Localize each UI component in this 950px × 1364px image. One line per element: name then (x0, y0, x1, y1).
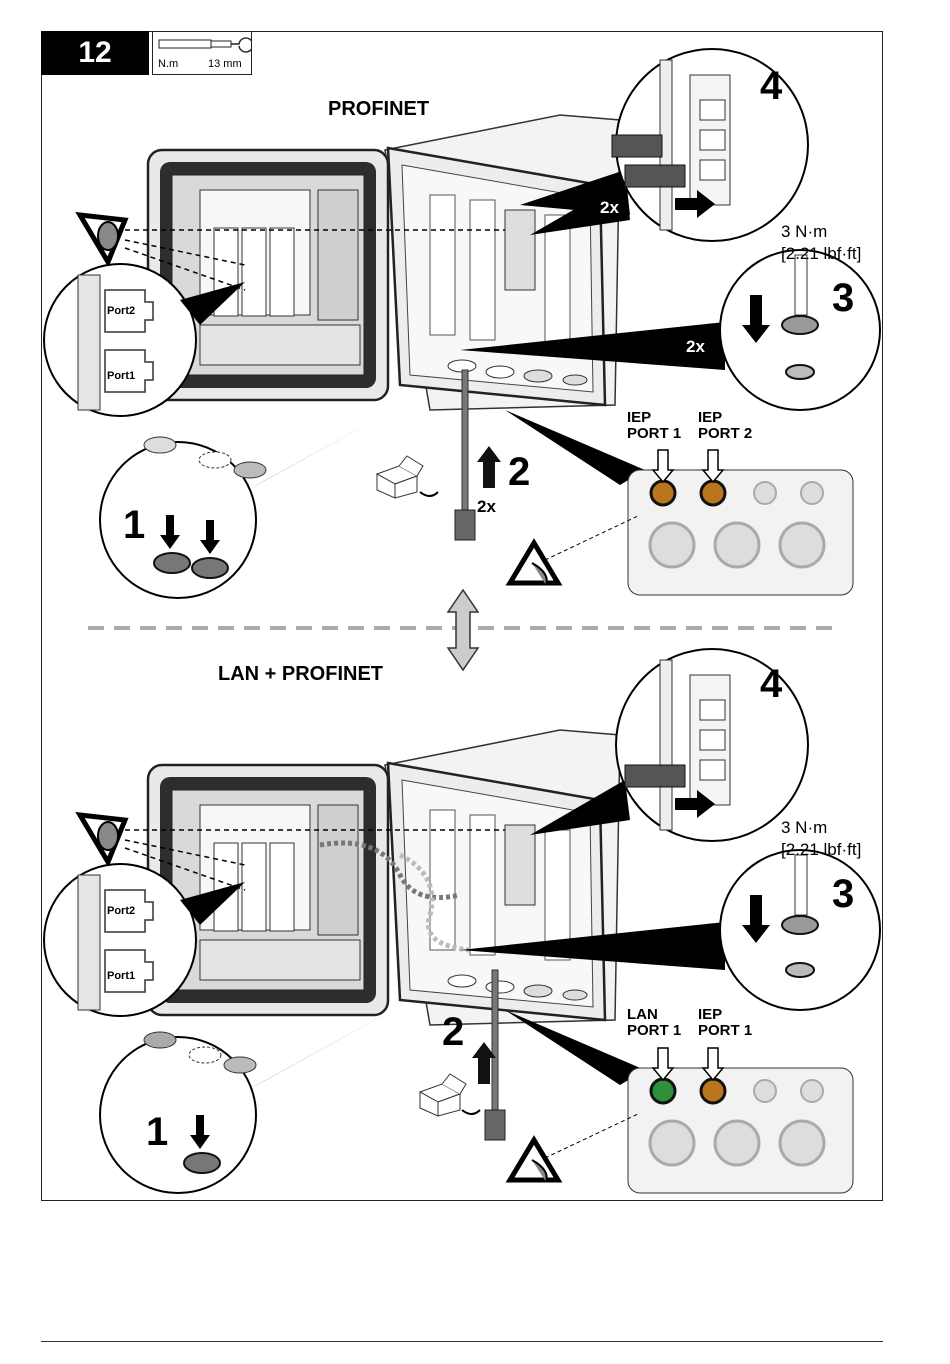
torque-metric: 3 N·m (781, 222, 827, 242)
port-label-iep-1: IEP PORT 1 (627, 410, 681, 442)
step-1-label-bottom: 1 (146, 1110, 168, 1155)
zoom-port2-label-bottom: Port2 (107, 905, 135, 917)
step-3-label-bottom: 3 (832, 872, 854, 917)
torque-imperial-bottom: [2.21 lbf·ft] (781, 840, 861, 860)
step-1-label: 1 (123, 503, 145, 548)
port-label-iep-1-bottom: IEP PORT 1 (698, 1007, 752, 1039)
step-2-label-bottom: 2 (442, 1010, 464, 1055)
step-3-label: 3 (832, 276, 854, 321)
footer-rule (41, 1341, 883, 1342)
step-4-label: 4 (760, 64, 782, 109)
plug-multiplier: 2x (477, 497, 496, 517)
torque-metric-bottom: 3 N·m (781, 818, 827, 838)
zoom-port1-label: Port1 (107, 370, 135, 382)
zoom-port1-label-bottom: Port1 (107, 970, 135, 982)
section-title-lan-profinet: LAN + PROFINET (218, 663, 383, 686)
fitting-multiplier: 2x (686, 337, 705, 357)
torque-imperial: [2.21 lbf·ft] (781, 244, 861, 264)
section-title-profinet: PROFINET (328, 98, 429, 121)
step-2-label: 2 (508, 450, 530, 495)
port-label-lan-1: LAN PORT 1 (627, 1007, 681, 1039)
step-4-label-bottom: 4 (760, 662, 782, 707)
port-label-iep-2: IEP PORT 2 (698, 410, 752, 442)
connector-multiplier: 2x (600, 198, 619, 218)
zoom-port2-label: Port2 (107, 305, 135, 317)
